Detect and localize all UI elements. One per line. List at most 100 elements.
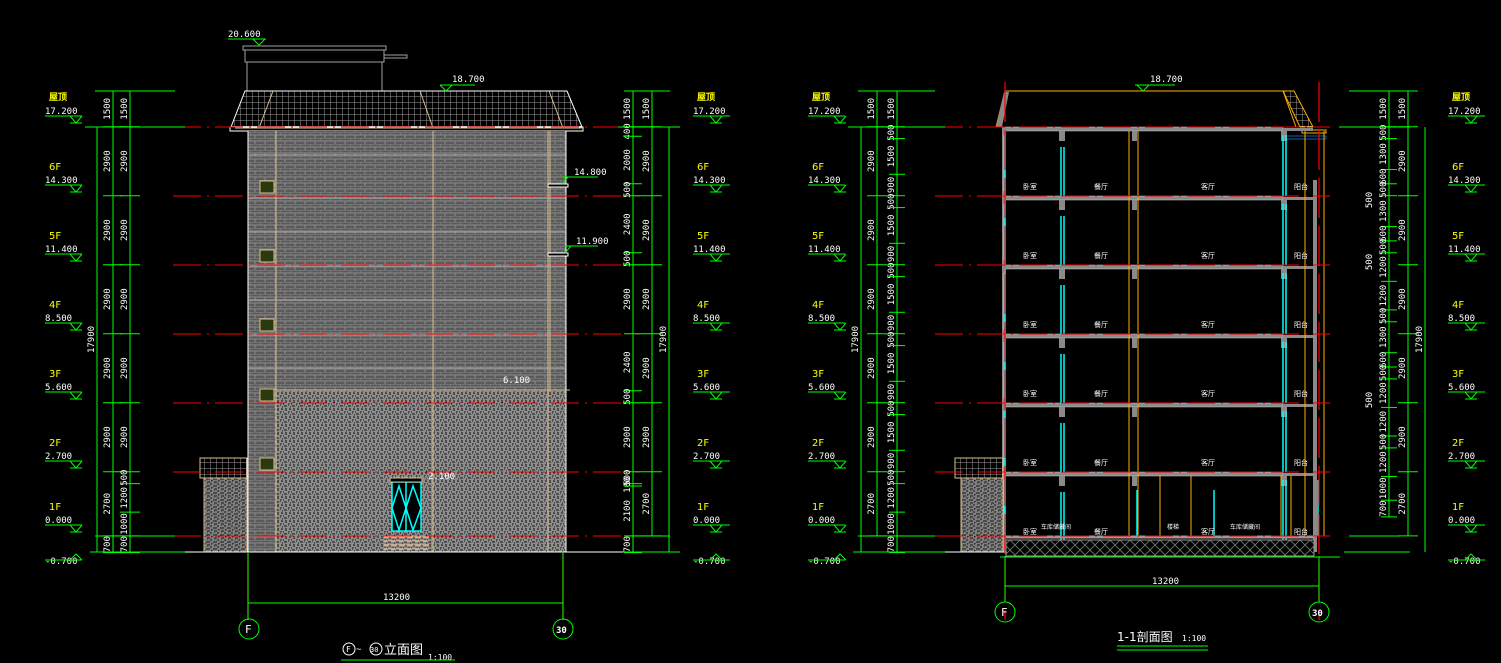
dim-value: 2900 [120, 150, 130, 172]
section-scale: 1:100 [1182, 634, 1206, 643]
balcony-slab [1283, 197, 1313, 200]
title-axis-from: F [346, 645, 351, 654]
dim-value: 2900 [120, 357, 130, 379]
dim-value: 600 [1379, 169, 1389, 185]
dim-value: 500 [120, 470, 130, 486]
dim-value: 1300 [1379, 200, 1389, 222]
dim-value: 2900 [120, 288, 130, 310]
dim-value: 2900 [623, 426, 633, 448]
dim-value: 700 [103, 536, 113, 552]
floor-label: 2F [812, 438, 824, 449]
floor-label: 4F [1452, 300, 1464, 311]
beam [1059, 338, 1065, 348]
floor-label: 4F [697, 300, 709, 311]
dim-value: 900 [887, 315, 897, 331]
dim-value: 1500 [867, 98, 877, 120]
room-label: 餐厅 [1094, 527, 1108, 536]
floor-label: 5F [49, 231, 61, 242]
room-label: 卧室 [1023, 182, 1037, 191]
beam [1132, 338, 1137, 348]
dim-value: 500 [623, 470, 633, 486]
dim-value: 1500 [120, 98, 130, 120]
level-elevation: 17.200 [693, 107, 726, 117]
dim-value: 1500 [1398, 98, 1408, 120]
beam [1281, 200, 1287, 210]
stair-house-parapet [244, 49, 385, 63]
dim-value: 400 [623, 123, 633, 139]
beam [1132, 269, 1137, 279]
side-windows [259, 180, 275, 471]
floor-label: 4F [49, 300, 61, 311]
floor-slab [1002, 402, 1284, 408]
beam [1281, 476, 1287, 486]
dim-value: 2900 [867, 219, 877, 241]
level-elevation: -0.700 [1448, 557, 1481, 567]
dim-extra: 500 [1365, 192, 1375, 208]
dim-value: 2900 [103, 150, 113, 172]
level-elevation: 11.400 [808, 245, 841, 255]
dim-value: 2900 [642, 357, 652, 379]
level-elevation: 14.300 [693, 176, 726, 186]
dim-value: 1200 [120, 487, 130, 509]
floor-label: 3F [697, 369, 709, 380]
level-elevation: 5.600 [808, 383, 835, 393]
dim-value: 2900 [867, 426, 877, 448]
level-triangle [69, 184, 83, 193]
level-elevation: 8.500 [808, 314, 835, 324]
dim-value: 2900 [103, 288, 113, 310]
level-triangle [69, 524, 83, 533]
dim-value: 1500 [887, 146, 897, 168]
dim-value: 900 [887, 177, 897, 193]
facade-brick [248, 131, 566, 391]
level-triangle [709, 253, 723, 262]
elevation-view: 20.600 [173, 30, 640, 620]
floor-label: 2F [697, 438, 709, 449]
beam [1132, 476, 1137, 486]
level-elevation: 0.000 [1448, 516, 1475, 526]
beam [1132, 200, 1137, 210]
level-elevation: 2.700 [808, 452, 835, 462]
dim-value: 1300 [1379, 326, 1389, 348]
floor-label: 2F [1452, 438, 1464, 449]
dim-value: 1500 [887, 353, 897, 375]
dim-value: 1500 [887, 284, 897, 306]
dim-value: 2900 [120, 426, 130, 448]
section-view: 18.700 卧室餐厅客厅阳台卧室餐厅客厅阳台卧室餐厅客厅阳台卧室餐厅客厅阳台卧… [930, 75, 1340, 620]
level-triangle [1464, 184, 1478, 193]
dim-value: 100 [623, 477, 633, 493]
dim-value: 1500 [1379, 98, 1389, 120]
floor-label: 屋顶 [812, 92, 830, 103]
dim-value: 500 [887, 332, 897, 348]
dim-value: 1200 [1379, 411, 1389, 433]
section-title: 1-1剖面图 [1117, 630, 1173, 644]
dim-value: 900 [887, 384, 897, 400]
annex-wall [203, 477, 248, 553]
level-triangle [1464, 115, 1478, 124]
level-triangle [1464, 322, 1478, 331]
dim-value: 900 [887, 453, 897, 469]
dim-extra: 500 [1365, 254, 1375, 270]
floor-label: 1F [812, 502, 824, 513]
dim-value: 1000 [1379, 478, 1389, 500]
level-elevation: -0.700 [693, 557, 726, 567]
level-triangle [69, 115, 83, 124]
level-triangle [833, 253, 847, 262]
beam [1132, 131, 1137, 141]
dim-value: 2400 [623, 213, 633, 235]
dim-value: 500 [1379, 125, 1389, 141]
elev-door-top: 2.100 [428, 472, 455, 482]
dim-value: 2700 [867, 493, 877, 515]
dim-value: 500 [1379, 239, 1389, 255]
level-elevation: 0.000 [693, 516, 720, 526]
level-triangle [1464, 391, 1478, 400]
level-triangle [69, 322, 83, 331]
section-axis-F-label: F [1001, 606, 1008, 619]
level-elevation: -0.700 [45, 557, 78, 567]
balcony-slab [1283, 473, 1313, 476]
stair-house-roof [242, 45, 387, 51]
annex-roof [199, 457, 248, 479]
balcony-slab [1283, 335, 1313, 338]
room-label: 客厅 [1201, 320, 1215, 329]
dim-total: 17900 [851, 326, 861, 353]
dim-value: 1200 [1379, 451, 1389, 473]
